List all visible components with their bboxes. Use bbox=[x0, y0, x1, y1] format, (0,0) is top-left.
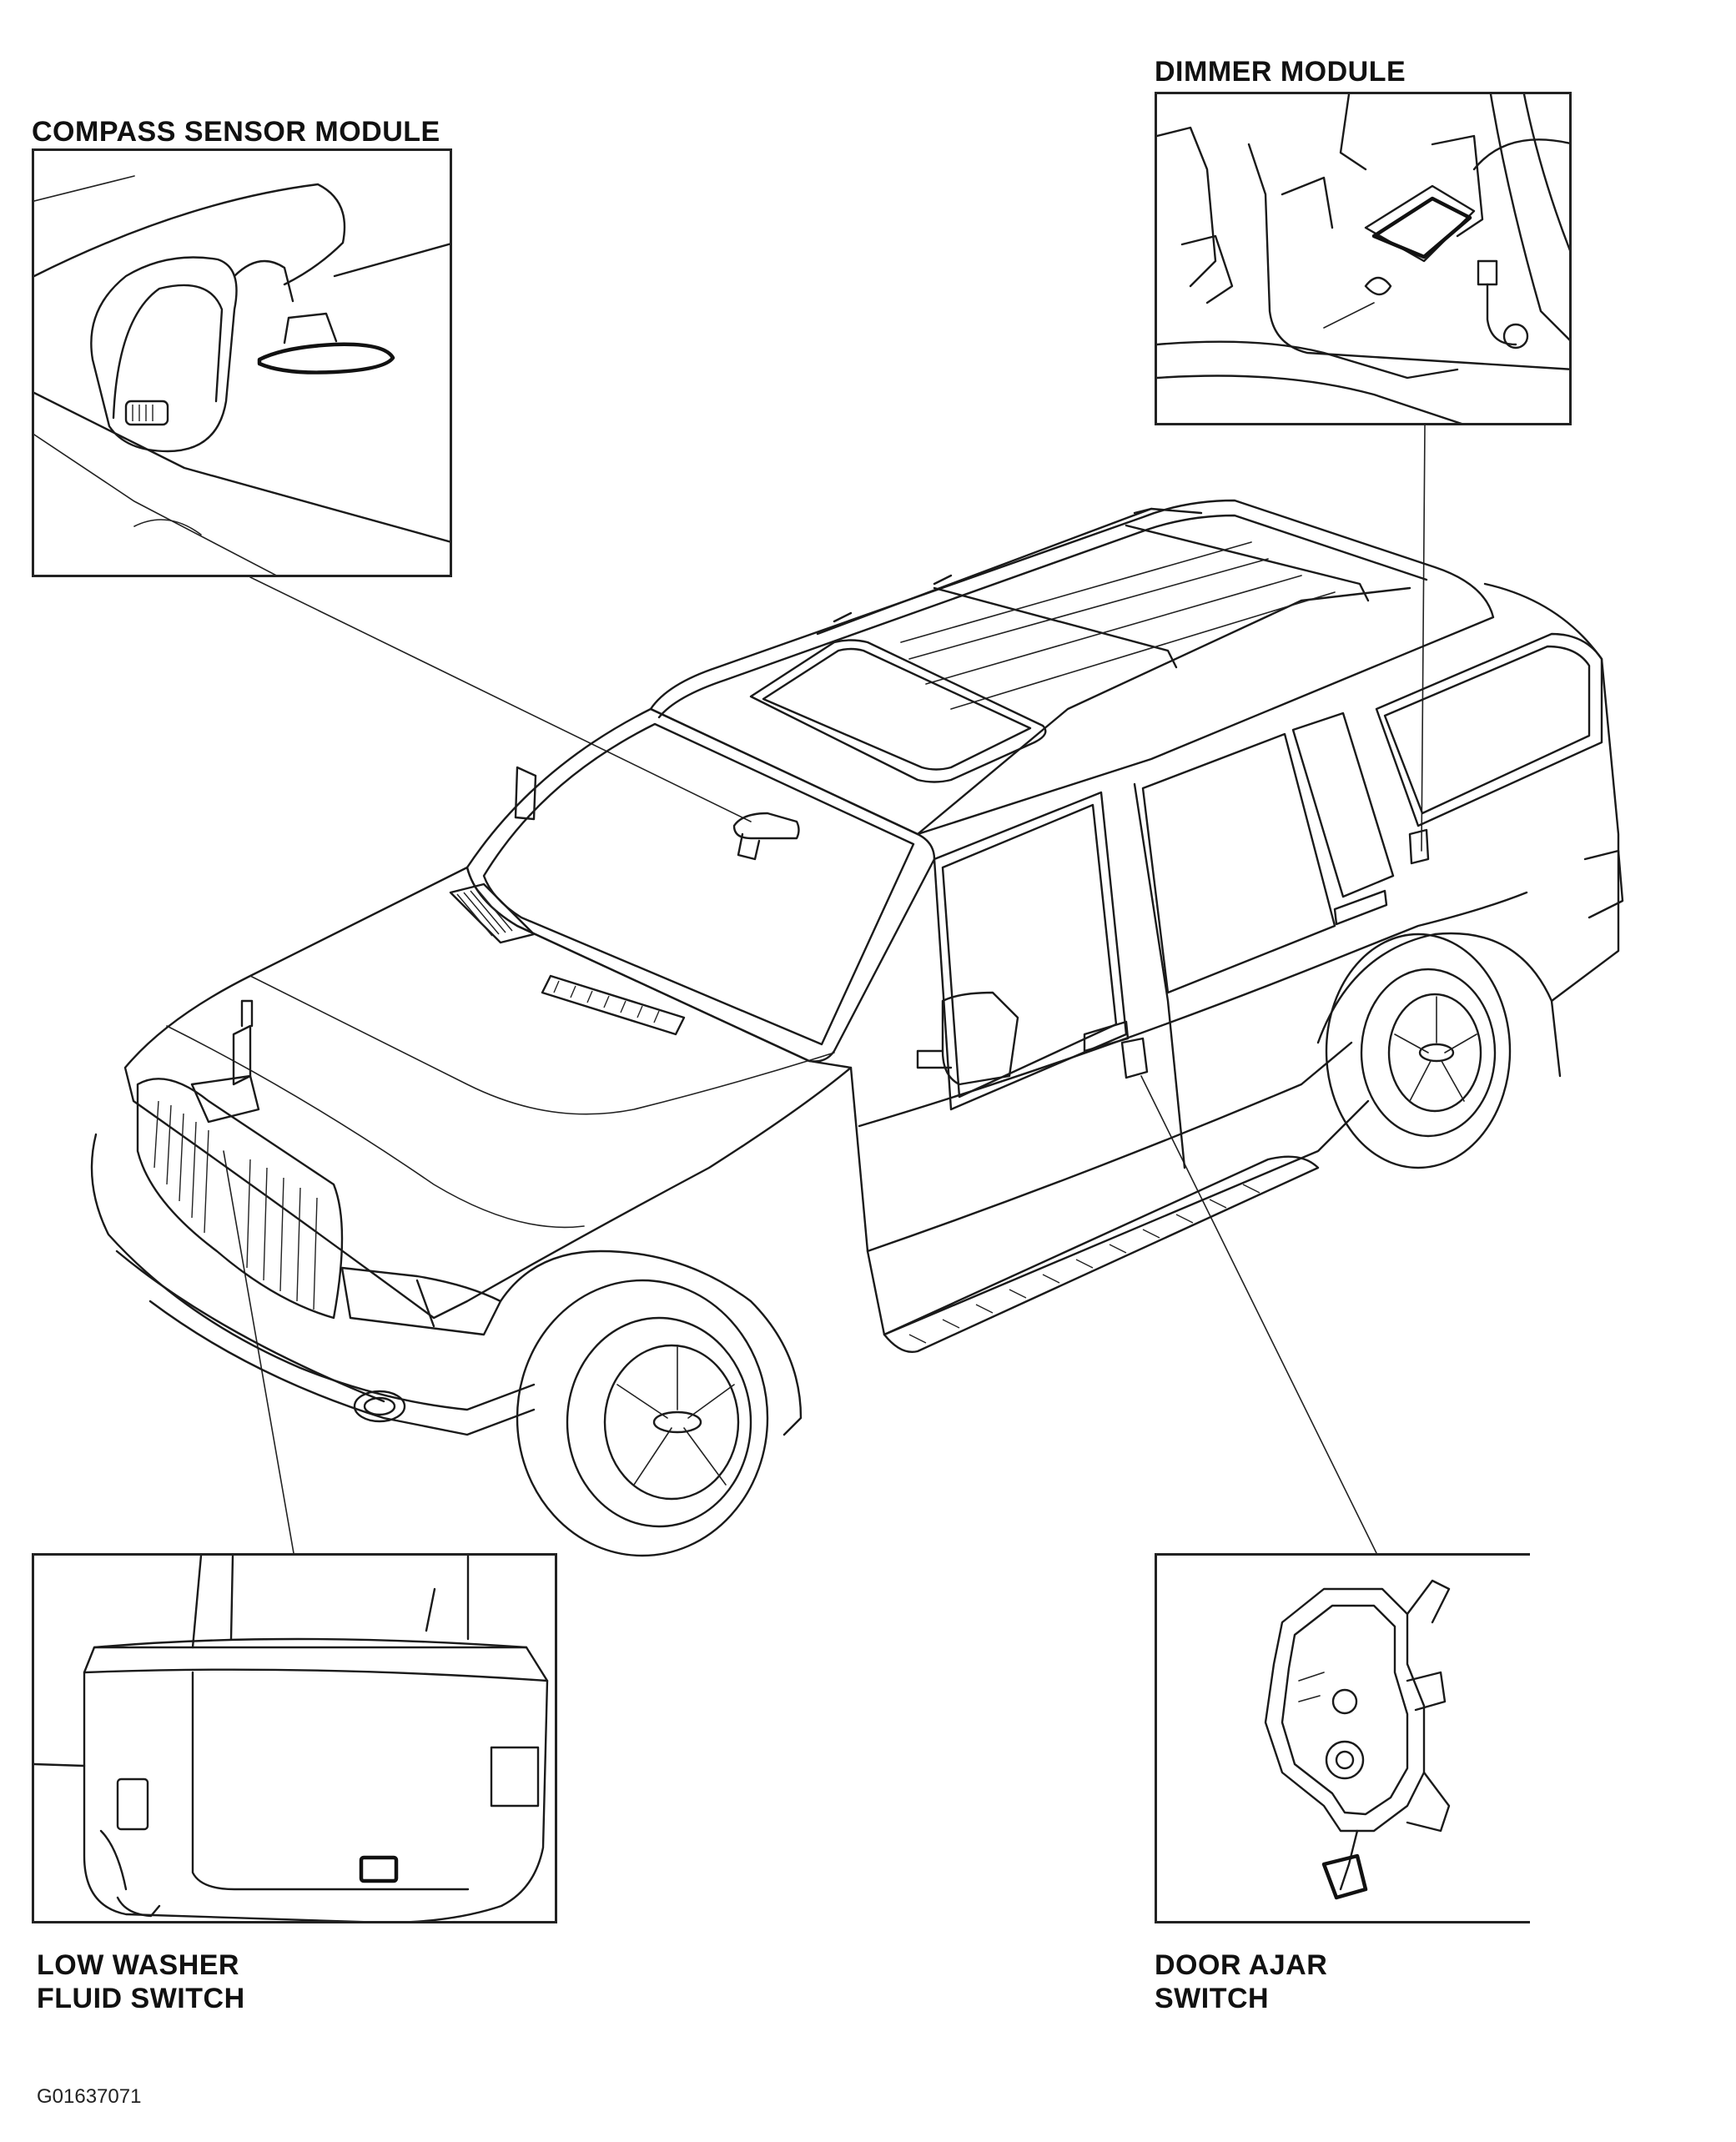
door-ajar-switch-label-line2: SWITCH bbox=[1155, 1983, 1270, 2014]
dimmer-module-inset bbox=[1155, 92, 1572, 425]
door-ajar-switch-inset bbox=[1155, 1553, 1530, 1923]
low-washer-fluid-switch-label-line2: FLUID SWITCH bbox=[37, 1983, 245, 2014]
low-washer-fluid-switch-inset bbox=[32, 1553, 557, 1923]
compass-sensor-module-label: COMPASS SENSOR MODULE bbox=[32, 116, 440, 148]
washer-reservoir-illustration bbox=[34, 1556, 549, 1921]
door-latch-illustration bbox=[1264, 1579, 1451, 1900]
washer-leader-line bbox=[223, 1150, 294, 1554]
dimmer-module-label: DIMMER MODULE bbox=[1155, 56, 1406, 88]
low-washer-fluid-switch-label-line1: LOW WASHER bbox=[37, 1949, 239, 1981]
compass-leader-line bbox=[249, 576, 752, 822]
suv-body bbox=[90, 499, 1624, 1557]
compass-sensor-module-inset bbox=[32, 148, 452, 577]
door-ajar-leader-line bbox=[1140, 1075, 1377, 1554]
dimmer-leader-line bbox=[1421, 425, 1426, 852]
dimmer-module-illustration bbox=[1157, 94, 1569, 423]
compass-sensor-mirror-illustration bbox=[34, 175, 450, 575]
door-ajar-switch-label-line1: DOOR AJAR bbox=[1155, 1949, 1328, 1981]
figure-id: G01637071 bbox=[37, 2085, 142, 2108]
